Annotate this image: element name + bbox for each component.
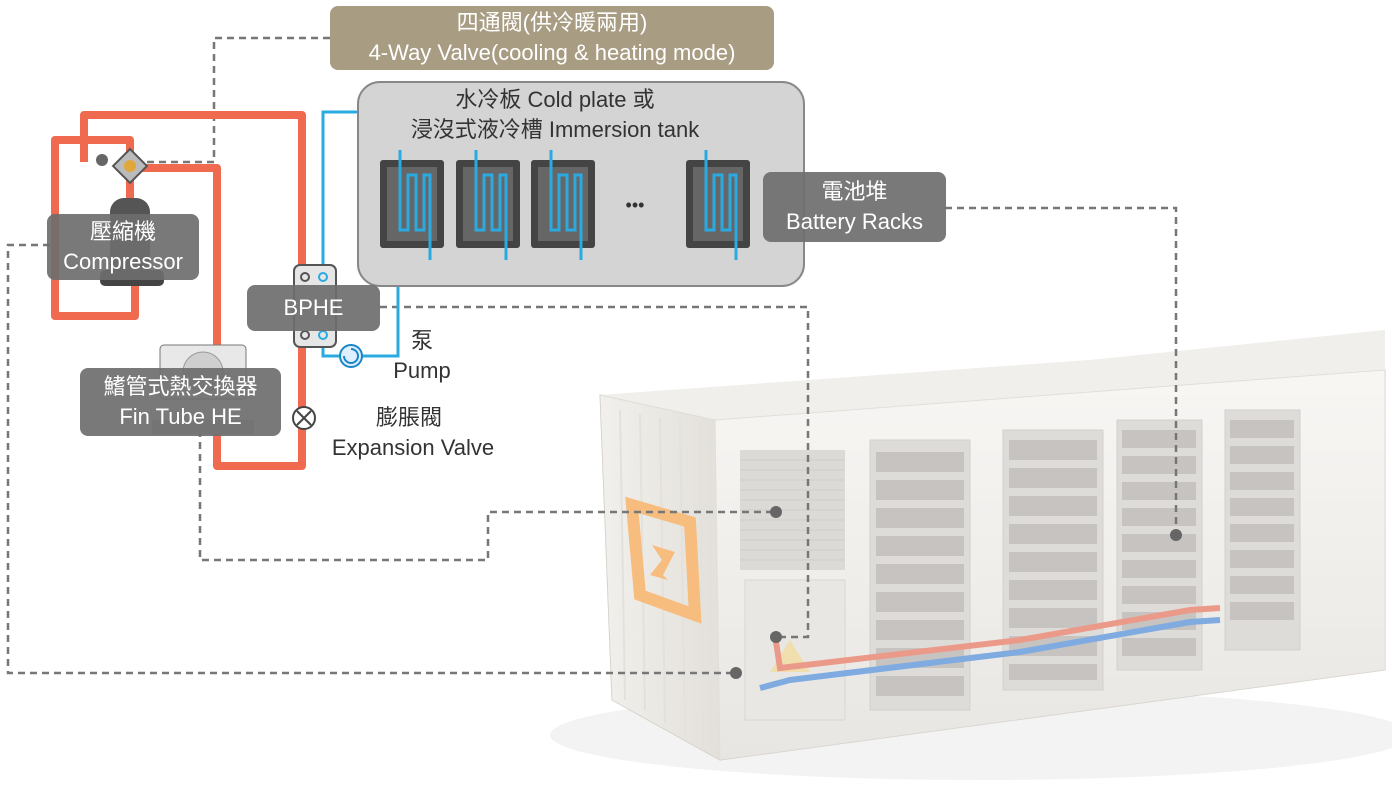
four-way-valve-label: 四通閥(供冷暖兩用) 4-Way Valve(cooling & heating… xyxy=(330,6,774,70)
ellipsis-label: ••• xyxy=(625,195,645,215)
compressor-label: 壓縮機 Compressor xyxy=(47,214,199,280)
expansion-valve-en: Expansion Valve xyxy=(331,435,495,460)
leader-lines xyxy=(6,36,1178,675)
four-way-valve-icon xyxy=(111,147,149,185)
four-way-valve-en: 4-Way Valve(cooling & heating mode) xyxy=(368,40,736,65)
battery-racks-zh: 電池堆 xyxy=(821,179,888,204)
container-icon xyxy=(550,330,1392,780)
pump-label: 泵 Pump xyxy=(380,326,464,386)
battery-racks-en: Battery Racks xyxy=(786,209,923,234)
cold-plate-line2: 浸沒式液冷槽 Immersion tank xyxy=(410,117,700,142)
cold-plate-label: 水冷板 Cold plate 或 浸沒式液冷槽 Immersion tank xyxy=(380,85,730,145)
cold-plate-line1: 水冷板 Cold plate 或 xyxy=(455,87,655,112)
pump-en: Pump xyxy=(393,358,451,383)
compressor-zh: 壓縮機 xyxy=(89,219,156,244)
bphe-label: BPHE xyxy=(247,285,380,331)
pump-icon xyxy=(339,344,363,368)
fin-tube-zh: 鰭管式熱交換器 xyxy=(103,374,258,399)
compressor-en: Compressor xyxy=(63,249,183,274)
four-way-valve-zh: 四通閥(供冷暖兩用) xyxy=(456,10,648,35)
expansion-valve-icon xyxy=(292,406,316,430)
leader-dots xyxy=(96,154,1182,679)
fin-tube-en: Fin Tube HE xyxy=(119,404,242,429)
pump-zh: 泵 xyxy=(410,328,433,353)
plate-serpentines xyxy=(398,150,738,260)
refrigerant-loop xyxy=(51,111,306,470)
expansion-valve-zh: 膨脹閥 xyxy=(376,405,443,430)
battery-racks-label: 電池堆 Battery Racks xyxy=(763,172,946,242)
expansion-valve-label: 膨脹閥 Expansion Valve xyxy=(318,403,508,463)
cold-plates xyxy=(380,160,750,248)
fin-tube-label: 鰭管式熱交換器 Fin Tube HE xyxy=(80,368,281,436)
